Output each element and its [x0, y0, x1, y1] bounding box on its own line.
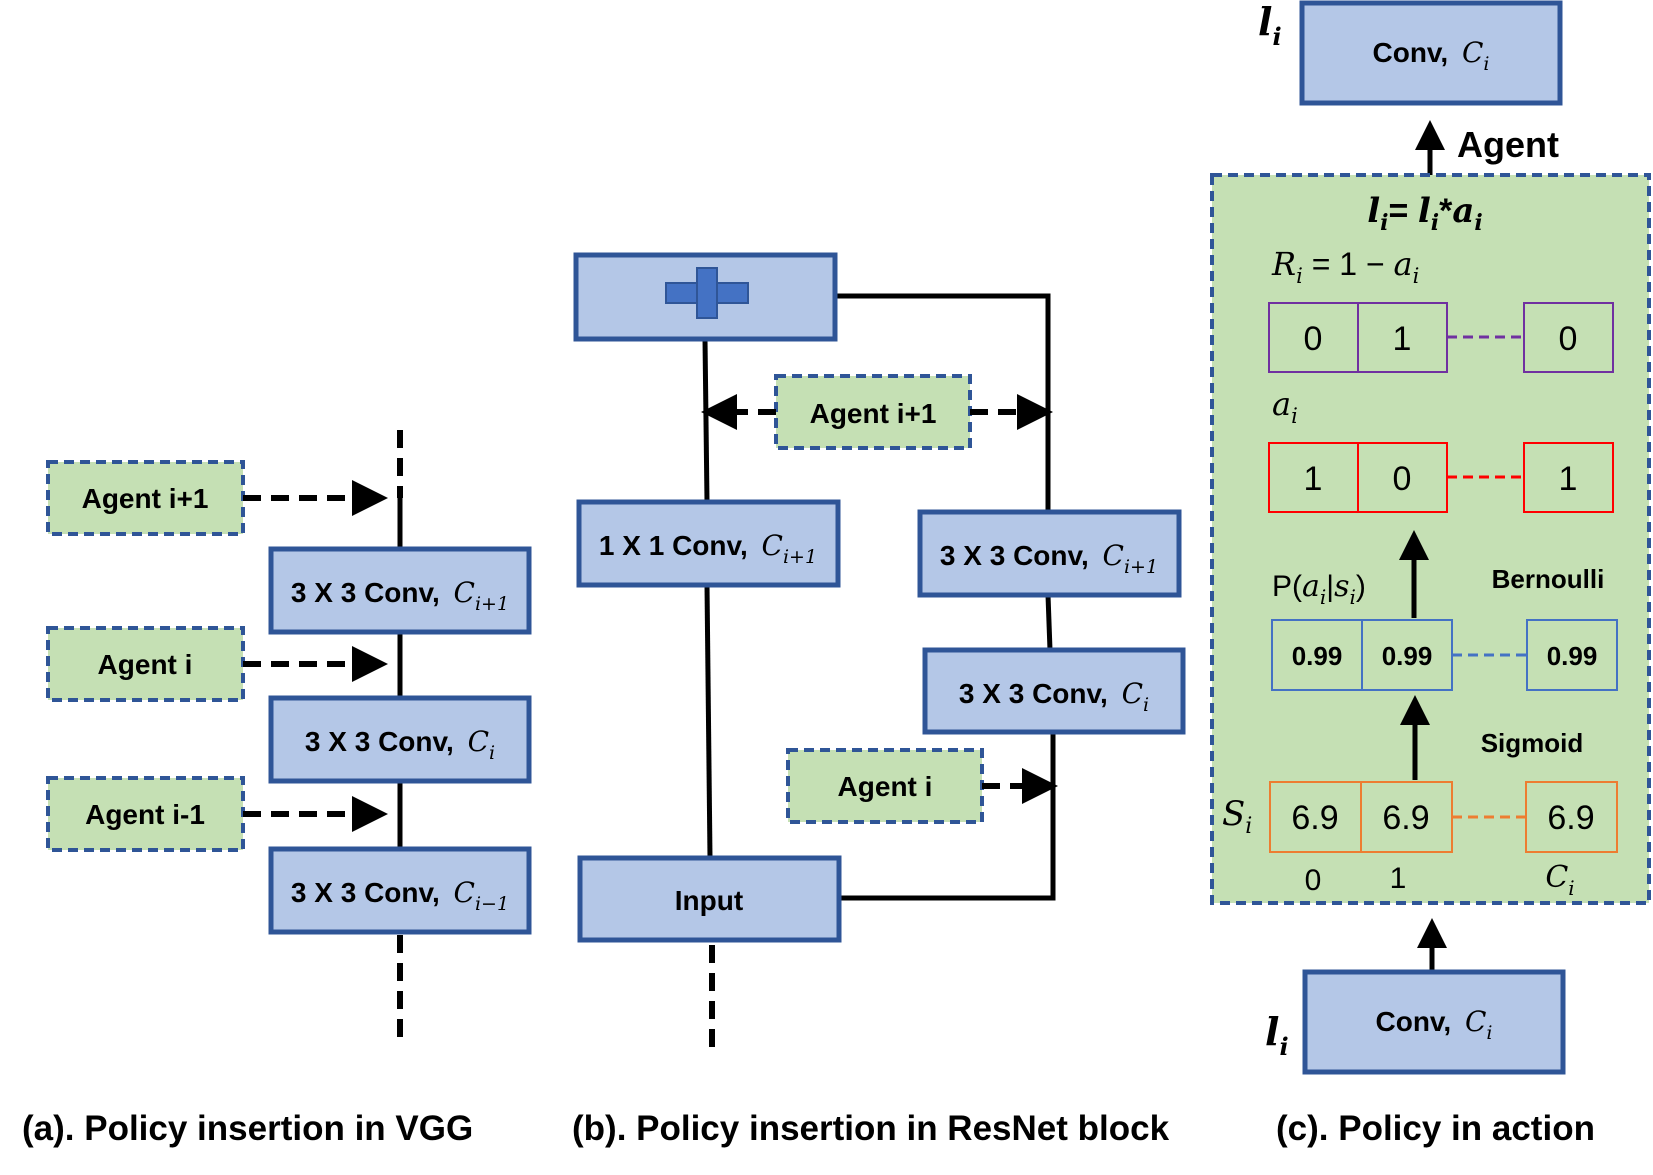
score-cell: 6.9 [1382, 799, 1429, 837]
agent-label: Agent i+1 [82, 483, 209, 514]
input-label: Input [675, 885, 743, 916]
action-row: 1 0 1 [1268, 442, 1614, 513]
score-cell: 6.9 [1547, 799, 1594, 837]
svg-text:3 X 3 Conv, Ci: 3 X 3 Conv, Ci [305, 725, 495, 764]
vgg-agent-i-minus-1: Agent i-1 [46, 776, 245, 852]
vgg-agent-i-plus-1: Agent i+1 [46, 460, 245, 536]
conv-subscript: i [489, 742, 495, 764]
conv-label: 3 X 3 Conv, [959, 678, 1108, 709]
resnet-conv-1x1: 1 X 1 Conv, Ci+1 [576, 499, 841, 588]
add-node [573, 252, 838, 342]
svg-text:3 X 3 Conv, Ci: 3 X 3 Conv, Ci [959, 677, 1149, 716]
conv-subscript: i+1 [1124, 556, 1158, 578]
agent-box [1210, 173, 1651, 905]
top-l-label: li [1258, 0, 1282, 51]
vgg-agent-i: Agent i [46, 626, 245, 702]
panel-c: Conv, Ci li Agent li= li*ai Ri = 1 − ai … [1210, 0, 1651, 1148]
panel-a: Agent i+1 Agent i Agent i-1 3 X 3 Conv, … [22, 430, 532, 1148]
residual-top [835, 293, 1051, 512]
svg-text:Conv, Ci: Conv, Ci [1376, 1005, 1493, 1044]
action-label: ai [1272, 385, 1298, 428]
resnet-conv-3x3-cur: 3 X 3 Conv, Ci [922, 647, 1186, 735]
action-cell: 0 [1393, 460, 1412, 498]
agent-label: Agent i [98, 649, 193, 680]
reward-formula: Ri = 1 − ai [1271, 245, 1419, 288]
bottom-conv: Conv, Ci [1302, 969, 1566, 1075]
panel-b: Agent i+1 1 X 1 Conv, Ci+1 3 X 3 Conv, C… [572, 252, 1186, 1148]
probability-cell: 0.99 [1547, 641, 1598, 671]
bernoulli-label: Bernoulli [1492, 564, 1605, 594]
resnet-agent-i-plus-1: Agent i+1 [774, 374, 972, 450]
score-cell: 6.9 [1291, 799, 1338, 837]
shortcut-lower [704, 584, 713, 859]
vgg-conv-i: 3 X 3 Conv, Ci [268, 695, 532, 784]
conv-label: 3 X 3 Conv, [305, 726, 454, 757]
conv-label: 3 X 3 Conv, [940, 540, 1089, 571]
caption-a: (a). Policy insertion in VGG [22, 1109, 473, 1148]
svg-text:Conv, Ci: Conv, Ci [1373, 36, 1490, 75]
plus-icon [665, 267, 749, 319]
resnet-conv-3x3-next: 3 X 3 Conv, Ci+1 [917, 509, 1182, 598]
reward-cell: 0 [1304, 320, 1323, 358]
conv-label: 3 X 3 Conv, [291, 577, 440, 608]
resnet-agent-i: Agent i [786, 748, 984, 824]
probability-cell: 0.99 [1292, 641, 1343, 671]
agent-title: Agent [1457, 124, 1559, 165]
score-label: Si [1222, 794, 1252, 839]
svg-text:3 X 3 Conv, Ci+1: 3 X 3 Conv, Ci+1 [291, 576, 509, 615]
reward-row: 0 1 0 [1268, 302, 1614, 373]
residual-mid [1045, 594, 1053, 651]
input-node: Input [577, 855, 842, 943]
reward-cell: 1 [1393, 320, 1412, 358]
vgg-conv-i-plus-1: 3 X 3 Conv, Ci+1 [268, 546, 532, 635]
svg-text:1 X 1 Conv, Ci+1: 1 X 1 Conv, Ci+1 [599, 529, 817, 568]
agent-label: Agent i-1 [85, 799, 205, 830]
conv-label: 1 X 1 Conv, [599, 530, 748, 561]
probability-cell: 0.99 [1382, 641, 1433, 671]
vgg-conv-i-minus-1: 3 X 3 Conv, Ci−1 [268, 846, 532, 935]
conv-label: Conv, [1373, 37, 1449, 68]
top-conv: Conv, Ci [1299, 0, 1563, 106]
reward-cell: 0 [1559, 320, 1578, 358]
agent-label: Agent i [838, 771, 933, 802]
svg-text:3 X 3 Conv, Ci+1: 3 X 3 Conv, Ci+1 [940, 539, 1158, 578]
index-label: 1 [1390, 862, 1407, 895]
bottom-l-label: li [1265, 1009, 1289, 1061]
action-cell: 1 [1559, 460, 1578, 498]
sigmoid-label: Sigmoid [1481, 728, 1584, 758]
shortcut-upper [702, 338, 710, 503]
probability-row: 0.99 0.99 0.99 [1271, 619, 1618, 691]
gating-formula: li= li*ai [1367, 191, 1483, 236]
probability-label: P(ai|si) [1272, 569, 1366, 609]
score-row: 6.9 6.9 6.9 [1269, 781, 1618, 853]
svg-text:3 X 3 Conv, Ci−1: 3 X 3 Conv, Ci−1 [291, 876, 509, 915]
caption-b: (b). Policy insertion in ResNet block [572, 1109, 1170, 1148]
index-label-last: Ci [1545, 860, 1574, 900]
agent-label: Agent i+1 [810, 398, 937, 429]
caption-c: (c). Policy in action [1276, 1109, 1595, 1148]
conv-label: 3 X 3 Conv, [291, 877, 440, 908]
conv-subscript: i+1 [475, 593, 509, 615]
conv-subscript: i [1143, 694, 1149, 716]
conv-label: Conv, [1376, 1006, 1452, 1037]
conv-subscript: i+1 [783, 546, 817, 568]
action-cell: 1 [1304, 460, 1323, 498]
conv-subscript: i−1 [475, 893, 509, 915]
index-label: 0 [1305, 864, 1322, 897]
